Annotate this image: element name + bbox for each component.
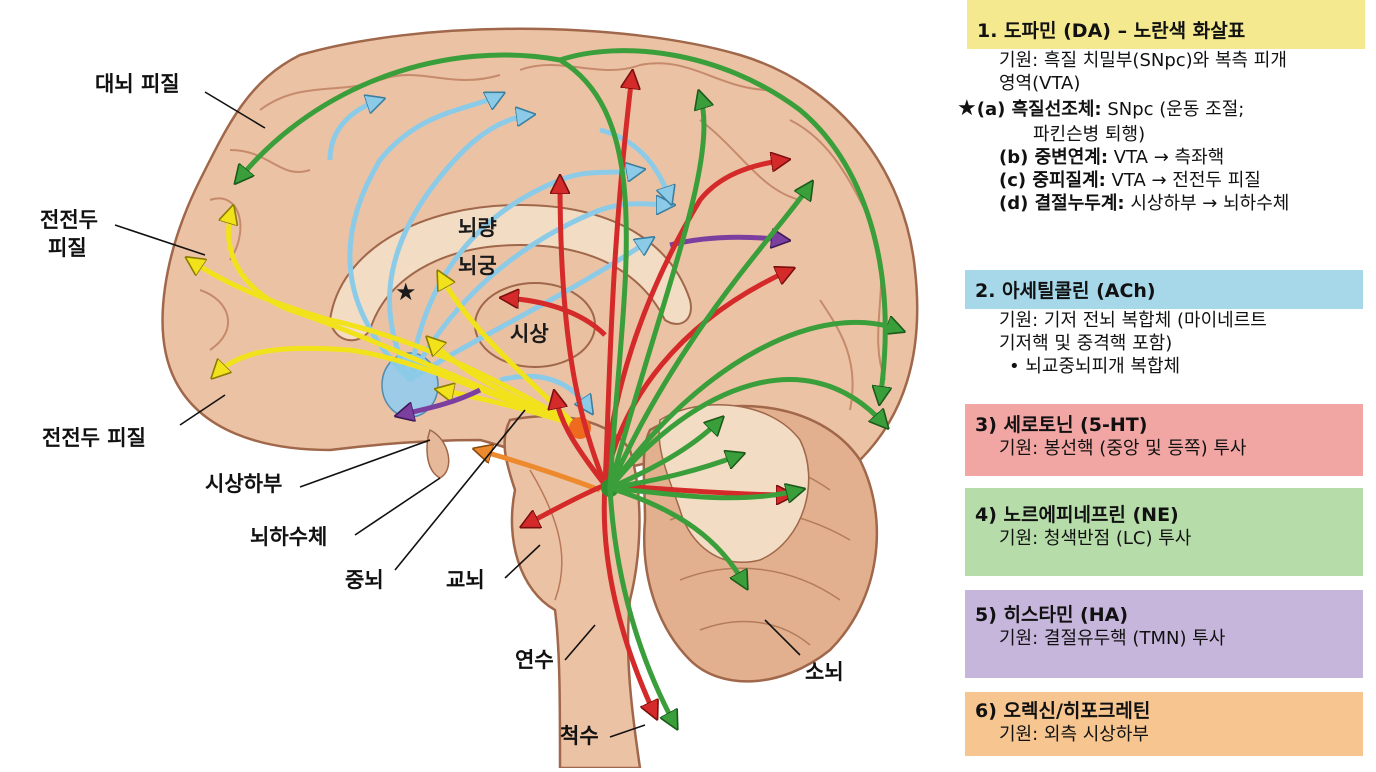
label-spinal-cord: 척수 (560, 724, 599, 748)
legend-histamine-origin: 기원: 결절유두핵 (TMN) 투사 (999, 628, 1226, 649)
label-midbrain: 중뇌 (345, 568, 384, 592)
legend-dopamine-a-label: (a) 흑질선조체: (976, 99, 1102, 121)
corpus-callosum-shape (328, 203, 692, 342)
legend-serotonin: 3) 세로토닌 (5-HT) 기원: 봉선핵 (중앙 및 등쪽) 투사 (965, 404, 1363, 476)
star-marker-icon: ★ (395, 278, 417, 306)
legend-star-icon: ★ (957, 96, 977, 122)
label-cerebral-cortex: 대뇌 피질 (95, 72, 180, 96)
legend-panel: 1. 도파민 (DA) – 노란색 화살표 기원: 흑질 치밀부(SNpc)와 … (955, 0, 1370, 768)
legend-histamine: 5) 히스타민 (HA) 기원: 결절유두핵 (TMN) 투사 (965, 590, 1363, 678)
label-pituitary: 뇌하수체 (250, 525, 328, 549)
label-prefrontal-cortex-lower: 전전두 피질 (42, 426, 146, 450)
label-prefrontal-cortex-2: 피질 (48, 236, 87, 260)
legend-norepinephrine-title: 4) 노르에피네프린 (NE) (975, 504, 1179, 526)
label-cerebellum: 소뇌 (805, 660, 844, 684)
legend-dopamine-c-label: (c) 중피질계: (999, 170, 1106, 192)
legend-acetylcholine: 2. 아세틸콜린 (ACh) 기원: 기저 전뇌 복합체 (마이네르트 기저핵 … (965, 270, 1363, 388)
legend-dopamine-b-label: (b) 중변연계: (999, 147, 1109, 169)
legend-orexin-title: 6) 오렉신/히포크레틴 (975, 700, 1151, 722)
leader-lines (114, 91, 801, 738)
legend-norepinephrine: 4) 노르에피네프린 (NE) 기원: 청색반점 (LC) 투사 (965, 488, 1363, 576)
legend-dopamine-origin-2: 영역(VTA) (999, 73, 1081, 95)
brain-illustration (114, 27, 919, 770)
legend-dopamine-c-text: VTA → 전전두 피질 (1105, 170, 1261, 192)
legend-dopamine-c: (c) 중피질계: VTA → 전전두 피질 (975, 169, 1353, 192)
legend-dopamine-a-text: SNpc (운동 조절; (1101, 99, 1245, 121)
label-medulla: 연수 (515, 648, 554, 672)
legend-dopamine-d-label: (d) 결절누두계: (999, 193, 1125, 215)
dopamine-arrows (190, 210, 577, 428)
legend-dopamine-a-text-2: 파킨슨병 퇴행) (1033, 124, 1146, 146)
label-fornix: 뇌궁 (458, 254, 497, 278)
norepinephrine-arrows (238, 48, 900, 725)
legend-histamine-title: 5) 히스타민 (HA) (975, 604, 1129, 626)
legend-dopamine-b-text: VTA → 측좌핵 (1108, 147, 1225, 169)
legend-norepinephrine-origin: 기원: 청색반점 (LC) 투사 (999, 528, 1192, 549)
legend-dopamine-origin-1: 기원: 흑질 치밀부(SNpc)와 복측 피개 (999, 50, 1287, 71)
legend-dopamine-d: (d) 결절누두계: 시상하부 → 뇌하수체 (975, 192, 1353, 215)
legend-dopamine-d-text: 시상하부 → 뇌하수체 (1124, 193, 1290, 215)
legend-acetylcholine-origin-3: • 뇌교중뇌피개 복합체 (1009, 356, 1181, 378)
legend-dopamine-title: 1. 도파민 (DA) – 노란색 화살표 (967, 0, 1365, 49)
legend-orexin-origin: 기원: 외측 시상하부 (999, 724, 1149, 745)
legend-acetylcholine-origin-1: 기원: 기저 전뇌 복합체 (마이네르트 (999, 310, 1267, 331)
legend-dopamine-b: (b) 중변연계: VTA → 측좌핵 (975, 146, 1353, 169)
legend-dopamine-a: ★(a) 흑질선조체: SNpc (운동 조절; (957, 95, 1353, 123)
label-hypothalamus: 시상하부 (205, 472, 283, 496)
label-thalamus: 시상 (510, 322, 549, 346)
label-prefrontal-cortex-1: 전전두 (40, 208, 98, 232)
legend-orexin: 6) 오렉신/히포크레틴 기원: 외측 시상하부 (965, 692, 1363, 756)
label-pons: 교뇌 (446, 568, 485, 592)
legend-dopamine: 1. 도파민 (DA) – 노란색 화살표 기원: 흑질 치밀부(SNpc)와 … (957, 0, 1365, 250)
legend-serotonin-title: 3) 세로토닌 (5-HT) (975, 414, 1148, 436)
pituitary-shape (426, 428, 450, 479)
legend-acetylcholine-title: 2. 아세틸콜린 (ACh) (965, 270, 1363, 309)
label-corpus-callosum: 뇌량 (458, 216, 497, 240)
legend-serotonin-origin: 기원: 봉선핵 (중앙 및 등쪽) 투사 (999, 438, 1247, 459)
legend-acetylcholine-origin-2: 기저핵 및 중격핵 포함) (999, 333, 1173, 355)
orexin-arrows (478, 450, 601, 493)
brain-diagram: 대뇌 피질 전전두 피질 전전두 피질 시상하부 뇌하수체 중뇌 교뇌 연수 척… (40, 27, 919, 770)
